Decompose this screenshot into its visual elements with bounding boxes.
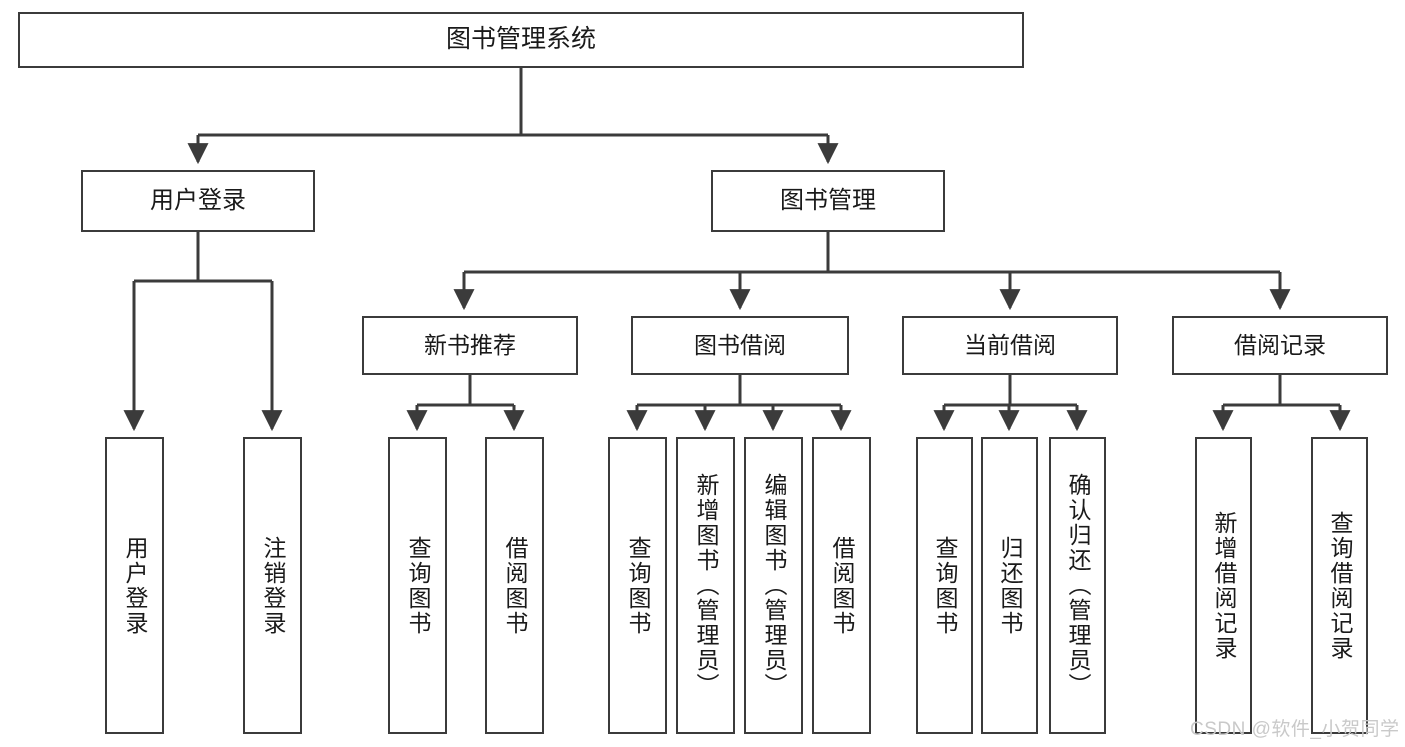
leaf-user-login[interactable]: 用户登录 — [105, 437, 164, 734]
leaf-new-book-borrow[interactable]: 借阅图书 — [485, 437, 544, 734]
leaf-query-borrow-record-label: 查询借阅记录 — [1327, 510, 1353, 661]
root-node[interactable]: 图书管理系统 — [18, 12, 1024, 68]
leaf-user-login-label: 用户登录 — [122, 535, 148, 636]
leaf-return-book[interactable]: 归还图书 — [981, 437, 1038, 734]
leaf-return-book-label: 归还图书 — [997, 535, 1023, 636]
leaf-edit-book-admin-label: 编辑图书（管理员） — [761, 473, 787, 698]
leaf-current-query-book-label: 查询图书 — [932, 535, 958, 636]
node-book-borrow-label: 图书借阅 — [694, 331, 786, 358]
node-new-book-recommend-label: 新书推荐 — [424, 331, 516, 358]
leaf-confirm-return-admin-label: 确认归还（管理员） — [1065, 473, 1091, 698]
node-book-borrow[interactable]: 图书借阅 — [631, 316, 849, 375]
leaf-confirm-return-admin[interactable]: 确认归还（管理员） — [1049, 437, 1106, 734]
leaf-add-borrow-record[interactable]: 新增借阅记录 — [1195, 437, 1252, 734]
node-user-login-label: 用户登录 — [150, 186, 246, 214]
leaf-borrow-query-book-label: 查询图书 — [625, 535, 651, 636]
node-borrow-record-label: 借阅记录 — [1234, 331, 1326, 358]
root-node-label: 图书管理系统 — [445, 25, 596, 54]
leaf-edit-book-admin[interactable]: 编辑图书（管理员） — [744, 437, 803, 734]
node-new-book-recommend[interactable]: 新书推荐 — [362, 316, 578, 375]
node-user-login[interactable]: 用户登录 — [81, 170, 315, 232]
leaf-add-book-admin[interactable]: 新增图书（管理员） — [676, 437, 735, 734]
leaf-borrow-query-book[interactable]: 查询图书 — [608, 437, 667, 734]
leaf-logout-login-label: 注销登录 — [260, 535, 286, 636]
leaf-logout-login[interactable]: 注销登录 — [243, 437, 302, 734]
leaf-current-query-book[interactable]: 查询图书 — [916, 437, 973, 734]
node-book-management[interactable]: 图书管理 — [711, 170, 945, 232]
leaf-new-book-query[interactable]: 查询图书 — [388, 437, 447, 734]
leaf-new-book-borrow-label: 借阅图书 — [502, 535, 528, 636]
watermark: CSDN @软件_小贺同学 — [1190, 719, 1400, 740]
node-borrow-record[interactable]: 借阅记录 — [1172, 316, 1388, 375]
leaf-add-borrow-record-label: 新增借阅记录 — [1211, 510, 1237, 661]
leaf-query-borrow-record[interactable]: 查询借阅记录 — [1311, 437, 1368, 734]
node-current-borrow[interactable]: 当前借阅 — [902, 316, 1118, 375]
leaf-new-book-query-label: 查询图书 — [405, 535, 431, 636]
leaf-add-book-admin-label: 新增图书（管理员） — [693, 473, 719, 698]
leaf-borrow-book-label: 借阅图书 — [829, 535, 855, 636]
node-book-management-label: 图书管理 — [780, 186, 876, 214]
node-current-borrow-label: 当前借阅 — [964, 331, 1056, 358]
leaf-borrow-book[interactable]: 借阅图书 — [812, 437, 871, 734]
